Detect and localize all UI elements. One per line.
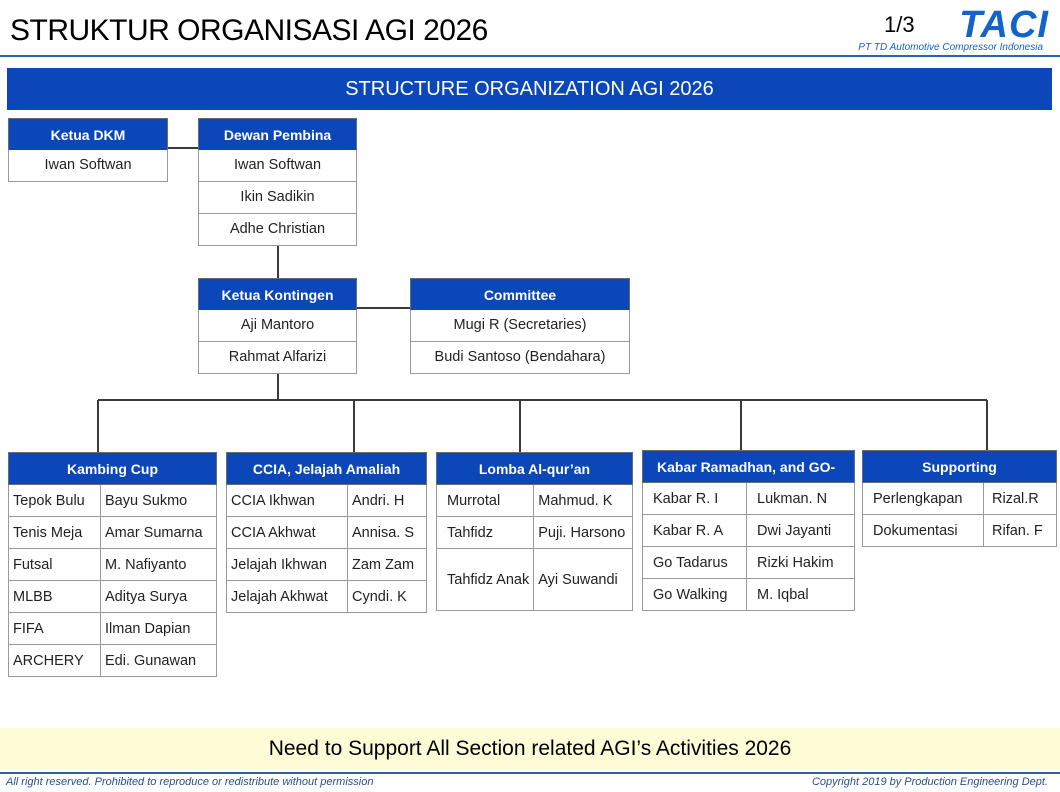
person-cell: Edi. Gunawan (100, 644, 217, 677)
ketua-kontingen-title: Ketua Kontingen (198, 278, 357, 310)
activity-cell: FIFA (8, 612, 101, 645)
person-cell: Rizki Hakim (746, 546, 855, 579)
person-cell: Rizal.R (983, 482, 1057, 515)
activity-cell: CCIA Akhwat (226, 516, 348, 549)
company-logo: TACI PT TD Automotive Compressor Indones… (838, 4, 1053, 54)
dewan-pembina-box: Dewan Pembina Iwan Softwan Ikin Sadikin … (198, 118, 357, 246)
person-cell: Aditya Surya (100, 580, 217, 613)
ketua-kontingen-box: Ketua Kontingen Aji Mantoro Rahmat Alfar… (198, 278, 357, 374)
dewan-pembina-member: Ikin Sadikin (198, 182, 357, 214)
section-title: Kabar Ramadhan, and GO- (642, 450, 855, 483)
person-cell: Ilman Dapian (100, 612, 217, 645)
structure-banner: STRUCTURE ORGANIZATION AGI 2026 (7, 68, 1052, 110)
person-cell: Zam Zam (347, 548, 427, 581)
footer-divider (0, 772, 1060, 774)
person-cell: Rifan. F (983, 514, 1057, 547)
activity-cell: ARCHERY (8, 644, 101, 677)
person-cell: Lukman. N (746, 482, 855, 515)
activity-cell: Tenis Meja (8, 516, 101, 549)
person-cell: Cyndi. K (347, 580, 427, 613)
person-cell: M. Iqbal (746, 578, 855, 611)
activity-cell: Murrotal (435, 484, 535, 517)
activity-cell: Tahfidz Anak (435, 548, 535, 611)
section-title: Supporting (862, 450, 1057, 483)
activity-cell: Dokumentasi (862, 514, 984, 547)
logo-company-name: PT TD Automotive Compressor Indonesia (858, 42, 1043, 53)
committee-box: Committee Mugi R (Secretaries) Budi Sant… (410, 278, 630, 374)
person-cell: Puji. Harsono (533, 516, 633, 549)
dewan-pembina-member: Adhe Christian (198, 214, 357, 246)
person-cell: Andri. H (347, 484, 427, 517)
committee-member: Budi Santoso (Bendahara) (410, 342, 630, 374)
logo-wordmark: TACI (959, 4, 1049, 46)
committee-title: Committee (410, 278, 630, 310)
copyright-notice: Copyright 2019 by Production Engineering… (811, 776, 1048, 788)
activity-cell: Kabar R. A (642, 514, 747, 547)
committee-member: Mugi R (Secretaries) (410, 310, 630, 342)
person-cell: Amar Sumarna (100, 516, 217, 549)
dewan-pembina-member: Iwan Softwan (198, 150, 357, 182)
section-title: CCIA, Jelajah Amaliah (226, 452, 427, 485)
person-cell: Dwi Jayanti (746, 514, 855, 547)
person-cell: Mahmud. K (533, 484, 633, 517)
ketua-dkm-title: Ketua DKM (8, 118, 168, 150)
dewan-pembina-title: Dewan Pembina (198, 118, 357, 150)
section-title: Lomba Al-qur’an (436, 452, 633, 485)
section-title: Kambing Cup (8, 452, 217, 485)
ketua-kontingen-member: Aji Mantoro (198, 310, 357, 342)
activity-cell: Go Walking (642, 578, 747, 611)
rights-notice: All right reserved. Prohibited to reprod… (6, 776, 374, 788)
person-cell: M. Nafiyanto (100, 548, 217, 581)
page-number: 1/3 (884, 12, 915, 37)
person-cell: Annisa. S (347, 516, 427, 549)
person-cell: Ayi Suwandi (533, 548, 633, 611)
support-note: Need to Support All Section related AGI’… (0, 728, 1060, 770)
person-cell: Bayu Sukmo (100, 484, 217, 517)
activity-cell: Kabar R. I (642, 482, 747, 515)
activity-cell: Futsal (8, 548, 101, 581)
activity-cell: Jelajah Ikhwan (226, 548, 348, 581)
ketua-kontingen-member: Rahmat Alfarizi (198, 342, 357, 374)
ketua-dkm-member: Iwan Softwan (8, 150, 168, 182)
page-title: STRUKTUR ORGANISASI AGI 2026 (10, 14, 488, 47)
ketua-dkm-box: Ketua DKM Iwan Softwan (8, 118, 168, 182)
activity-cell: Jelajah Akhwat (226, 580, 348, 613)
header-divider (0, 55, 1060, 57)
activity-cell: MLBB (8, 580, 101, 613)
activity-cell: Tepok Bulu (8, 484, 101, 517)
activity-cell: CCIA Ikhwan (226, 484, 348, 517)
activity-cell: Perlengkapan (862, 482, 984, 515)
activity-cell: Go Tadarus (642, 546, 747, 579)
activity-cell: Tahfidz (435, 516, 535, 549)
